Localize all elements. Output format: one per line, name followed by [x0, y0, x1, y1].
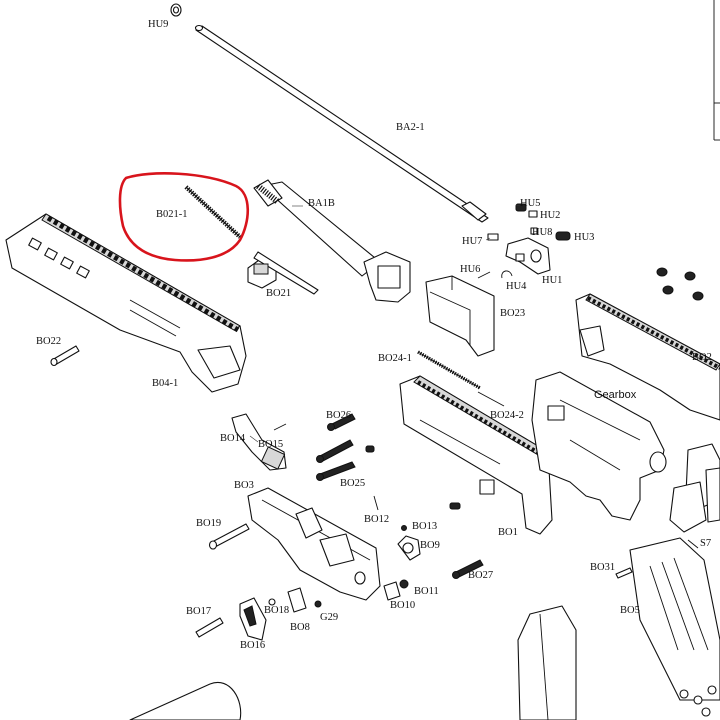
highlight-circle	[118, 172, 250, 262]
label-bo27: BO27	[468, 570, 493, 581]
label-bo24-1: BO24-1	[378, 353, 412, 364]
part-hu6-pin	[477, 271, 491, 279]
frame-edge	[713, 0, 720, 141]
part-g29-part	[314, 600, 322, 608]
part-hex-nuts	[656, 267, 704, 301]
label-ba2-1: BA2-1	[396, 122, 425, 133]
label-hu1: HU1	[542, 275, 562, 286]
part-bo31-pin	[615, 567, 633, 579]
label-bo25: BO25	[340, 478, 365, 489]
label-bo17: BO17	[186, 606, 211, 617]
part-ba1b-barrel-assembly	[253, 179, 411, 303]
label-hu6: HU6	[460, 264, 480, 275]
label-bo9: BO9	[420, 540, 440, 551]
label-bo12: BO12	[364, 514, 389, 525]
part-bo24-2-guide-rod	[477, 391, 505, 407]
part-bo5-grip	[629, 537, 720, 701]
part-hu3-screw	[555, 231, 571, 241]
label-g29: G29	[320, 612, 338, 623]
leader-lines	[249, 204, 521, 443]
label-s7: S7	[700, 538, 711, 549]
label-bo2: BO2	[692, 352, 712, 363]
part-bo10-part	[383, 581, 401, 601]
part-bo9-selector	[397, 535, 421, 561]
part-hu2-nut	[528, 210, 538, 218]
label-gearbox: Gearbox	[594, 389, 637, 401]
label-bo3: BO3	[234, 480, 254, 491]
label-bo15: BO15	[258, 439, 283, 450]
part-hu7-bucking	[487, 233, 499, 241]
part-bottom-tube	[129, 681, 242, 720]
part-bo13-detent	[401, 525, 407, 531]
part-labels: HU9 BA2-1 B021-1 BA1B BO21 HU5 HU2 HU8 H…	[36, 19, 712, 651]
label-hu4: HU4	[506, 281, 527, 292]
label-hu3: HU3	[574, 232, 594, 243]
label-bo18: BO18	[264, 605, 289, 616]
part-hu9-ring	[170, 3, 182, 17]
part-bo16-trigger	[239, 597, 267, 641]
label-hu7: HU7	[462, 236, 482, 247]
part-bo23-dust-cover	[425, 275, 495, 357]
label-b04-1: B04-1	[152, 378, 178, 389]
label-bo13: BO13	[412, 521, 437, 532]
label-bo23: BO23	[500, 308, 525, 319]
label-hu8: HU8	[532, 227, 552, 238]
label-bo21: BO21	[266, 288, 291, 299]
part-gearbox	[531, 371, 667, 521]
label-hu9: HU9	[148, 19, 168, 30]
part-bo25-screws	[316, 439, 375, 481]
part-bo26-screw	[327, 413, 356, 431]
part-bo3-lower-receiver	[247, 487, 381, 601]
label-bo24-2: BO24-2	[490, 410, 524, 421]
part-bo27-screw	[452, 559, 484, 579]
part-bo22-pin	[50, 345, 80, 367]
part-b04-1-handguard	[5, 213, 247, 393]
label-bo5: BO5	[620, 605, 640, 616]
label-bo8: BO8	[290, 622, 310, 633]
part-hu8-piece	[530, 227, 538, 235]
part-bo12-pin	[373, 495, 379, 511]
part-b021-1-spring	[184, 185, 242, 239]
part-ba2-1-inner-barrel	[194, 24, 489, 223]
label-bo1: BO1	[498, 527, 518, 538]
part-bo15-screw	[273, 423, 287, 431]
part-s7-screw	[687, 539, 699, 549]
label-bo31: BO31	[590, 562, 615, 573]
part-bo17-pin	[195, 617, 224, 638]
part-grip-screws	[679, 685, 717, 717]
label-b021-1: B021-1	[156, 209, 188, 220]
part-bo24-1-spring	[417, 350, 481, 390]
label-hu5: HU5	[520, 198, 540, 209]
label-bo14: BO14	[220, 433, 246, 444]
label-bo16: BO16	[240, 640, 265, 651]
label-bo22: BO22	[36, 336, 61, 347]
part-bo8-part	[287, 587, 307, 613]
part-hu4-clip	[501, 270, 513, 279]
label-ba1b: BA1B	[308, 198, 335, 209]
label-bo10: BO10	[390, 600, 415, 611]
part-bo19-pin	[208, 523, 250, 550]
label-hu2: HU2	[540, 210, 560, 221]
part-bo2-receiver-right	[575, 293, 720, 421]
label-bo19: BO19	[196, 518, 221, 529]
part-bo18-part	[268, 598, 276, 606]
part-bo1-upper-receiver	[399, 375, 553, 535]
label-bo26: BO26	[326, 410, 351, 421]
part-right-edge-mounts	[669, 443, 720, 533]
label-bo11: BO11	[414, 586, 439, 597]
part-bo11-part	[399, 579, 409, 589]
part-bo14-lever	[231, 413, 287, 471]
part-bo21-charging-handle	[247, 251, 319, 295]
part-hu1-hop-unit	[505, 237, 551, 275]
part-magazine	[517, 605, 577, 720]
